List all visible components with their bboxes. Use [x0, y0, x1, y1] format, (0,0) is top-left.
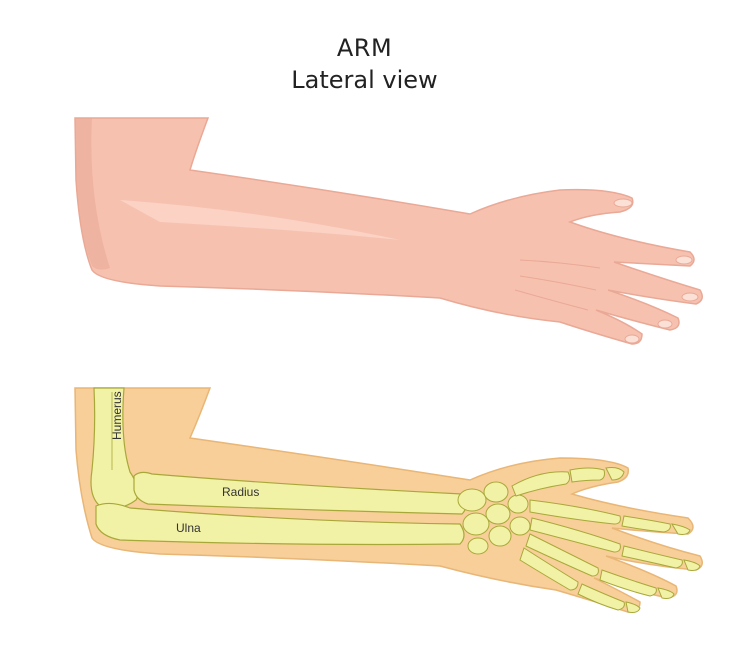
- finger-nail: [675, 255, 693, 265]
- finger-nail: [624, 334, 640, 344]
- label-humerus: Humerus: [110, 391, 124, 440]
- diagram-title: ARM: [336, 34, 393, 62]
- knuckle-line: [514, 289, 589, 311]
- knuckle-line: [519, 275, 597, 291]
- skin-arm: [74, 117, 703, 345]
- carpal-bones: [457, 481, 531, 555]
- thumb-bones: [511, 467, 625, 497]
- finger-nail: [681, 292, 699, 302]
- skin-arm-outline: [74, 117, 703, 345]
- knuckle-line: [519, 259, 601, 269]
- skin-shadow: [75, 118, 110, 270]
- skeletal-arm: [74, 387, 703, 613]
- finger-nail: [657, 319, 673, 329]
- diagram-subtitle: Lateral view: [291, 66, 438, 94]
- thumb-nail: [613, 198, 633, 208]
- label-ulna: Ulna: [176, 521, 201, 535]
- label-radius: Radius: [222, 485, 259, 499]
- finger-bones: [519, 499, 701, 613]
- skin-highlight: [120, 200, 400, 240]
- ulna-bone: [95, 502, 465, 546]
